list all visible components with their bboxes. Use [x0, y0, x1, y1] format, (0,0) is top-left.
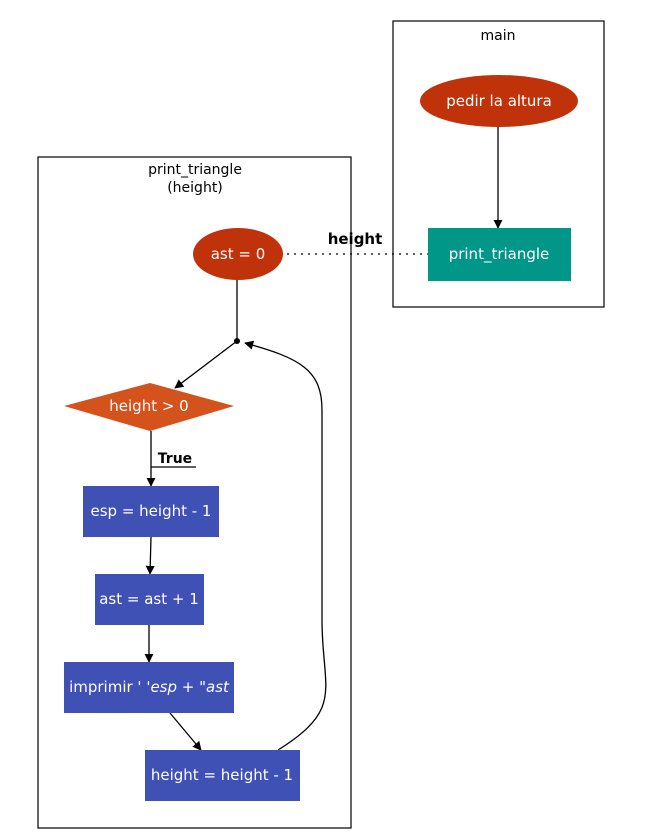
edges — [144, 126, 503, 751]
cluster-print-triangle: print_triangle (height) — [37, 156, 352, 829]
imprimir-text: imprimir ' ' — [69, 678, 150, 696]
svg-text:ast = 0: ast = 0 — [211, 245, 266, 263]
node-call-print-triangle: print_triangle — [428, 228, 571, 281]
node-ast-increment: ast = ast + 1 — [95, 574, 204, 625]
edge-label-true: True — [158, 451, 192, 467]
node-esp-assign: esp = height - 1 — [83, 486, 219, 537]
svg-text:esp = height - 1: esp = height - 1 — [91, 502, 212, 520]
node-condition: height > 0 — [64, 383, 234, 431]
edge-imprimir-to-heightdec — [169, 712, 202, 751]
node-imprimir: imprimir ' 'esp + "ast — [64, 662, 234, 713]
svg-text:print_triangle: print_triangle — [449, 245, 550, 264]
imprimir-italic-text: esp + "ast — [150, 678, 230, 696]
node-pedir-la-altura: pedir la altura — [420, 75, 578, 127]
svg-text:height > 0: height > 0 — [109, 397, 188, 415]
cluster-print-triangle-title: print_triangle — [148, 162, 242, 178]
edge-label-height: height — [328, 230, 383, 248]
svg-text:imprimir ' 'esp + "ast: imprimir ' 'esp + "ast — [69, 678, 230, 696]
join-point — [234, 338, 240, 344]
cluster-print-triangle-param: (height) — [167, 180, 223, 196]
edge-esp-to-astinc — [145, 536, 155, 575]
svg-text:height = height - 1: height = height - 1 — [151, 766, 293, 784]
edge-loop-back — [244, 340, 327, 751]
cluster-main-label: main — [481, 28, 516, 44]
svg-text:pedir la altura: pedir la altura — [446, 92, 552, 110]
node-ast-init: ast = 0 — [193, 228, 283, 280]
svg-text:ast = ast + 1: ast = ast + 1 — [99, 590, 199, 608]
edge-join-to-cond — [174, 340, 238, 389]
cluster-main: main — [392, 20, 605, 308]
node-height-decrement: height = height - 1 — [145, 750, 300, 801]
